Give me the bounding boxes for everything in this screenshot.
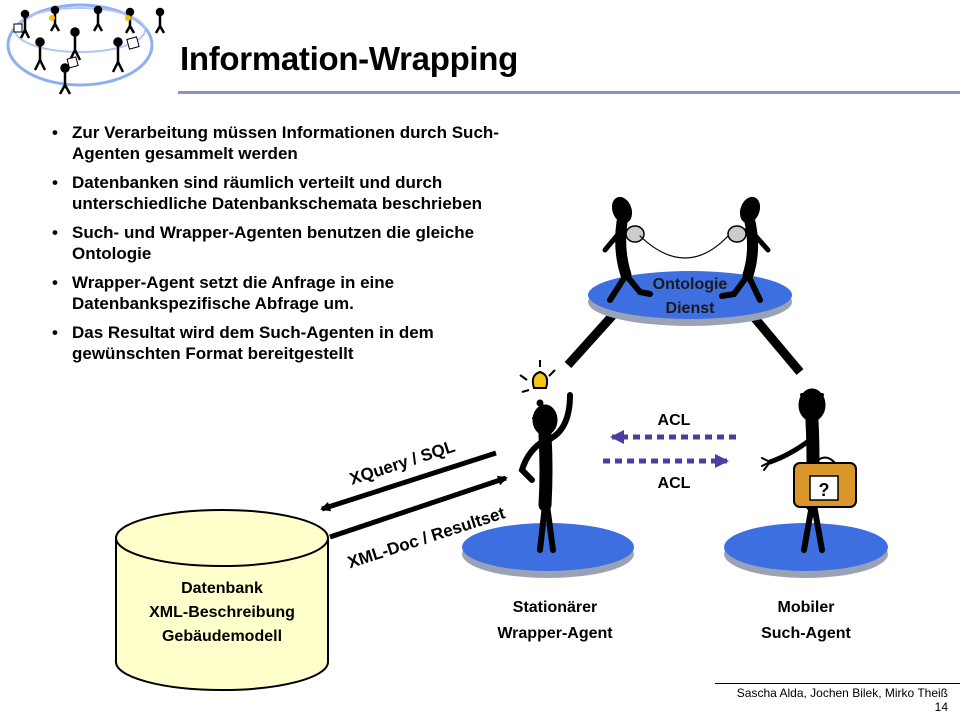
bullet-item: Zur Verarbeitung müssen Informationen du… [52,122,502,164]
page-number: 14 [934,700,948,714]
bullet-item: Such- und Wrapper-Agenten benutzen die g… [52,222,512,264]
link-search-ontology [744,307,804,375]
slide-title: Information-Wrapping [180,40,519,77]
suitcase-question-mark: ? [819,480,830,500]
wrapper-label-line1: Stationärer [513,599,597,616]
bullet-list: Zur Verarbeitung müssen Informationen du… [52,122,552,372]
logo-agents-icon [6,3,166,95]
bullet-item: Wrapper-Agent setzt die Anfrage in eine … [52,272,482,314]
title-underline [178,91,960,94]
wrapper-agent-figure-icon [518,392,573,553]
ontology-label-line1: Ontologie [653,276,728,293]
result-arrow [329,475,508,540]
ontology-label-line2: Dienst [666,300,716,317]
acl-label-bottom: ACL [658,475,691,492]
lightbulb-icon [519,360,556,393]
acl-label-top: ACL [658,412,691,429]
wrapper-label-line2: Wrapper-Agent [497,625,613,642]
bullet-item: Das Resultat wird dem Such-Agenten in de… [52,322,452,364]
database-cylinder [115,509,329,691]
suitcase-icon [793,456,857,508]
bullet-item: Datenbanken sind räumlich verteilt und d… [52,172,542,214]
footer-rule [715,683,960,684]
search-label-line1: Mobiler [778,599,835,616]
database-label-line1: Datenbank [181,580,263,597]
query-arrow [320,450,497,512]
search-label-line2: Such-Agent [761,625,851,642]
database-label-line2: XML-Beschreibung [149,604,295,621]
footer-authors: Sascha Alda, Jochen Bilek, Mirko Theiß [736,686,948,700]
database-label-line3: Gebäudemodell [162,628,282,645]
wrapper-agent-disc [462,523,634,578]
boxer-agents-icon [602,196,771,303]
